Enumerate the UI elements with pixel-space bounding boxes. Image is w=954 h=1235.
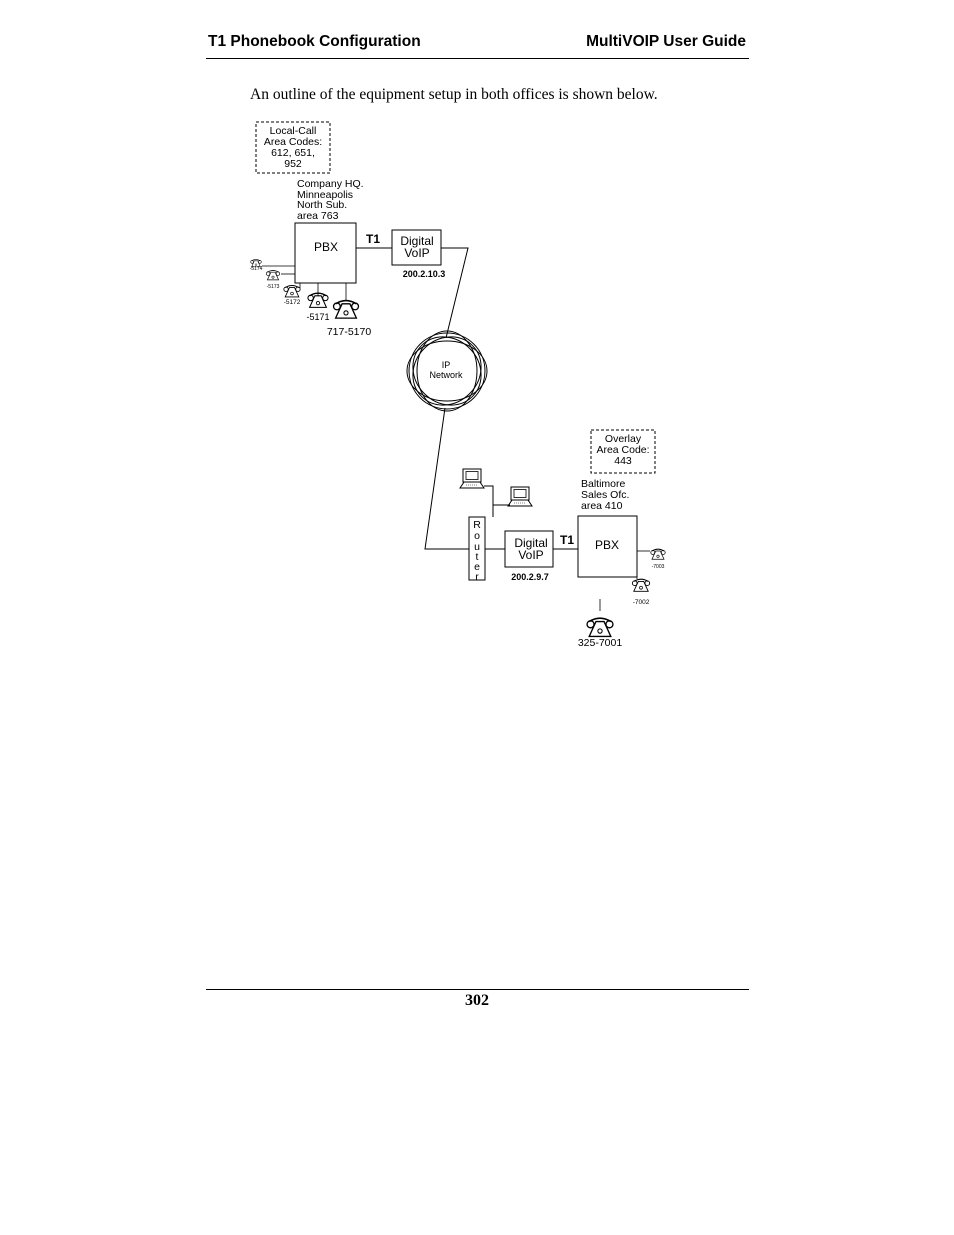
- hq-site-line-1: Company HQ.: [297, 178, 364, 190]
- hq-t1-label: T1: [366, 232, 380, 246]
- hq-site-line-2: Minneapolis: [297, 189, 353, 201]
- phone-icon: [586, 617, 614, 638]
- baltimore-pbx: PBX: [577, 515, 638, 578]
- baltimore-network-link: [424, 407, 469, 550]
- hq-local-call-line-2: Area Codes:: [264, 136, 322, 148]
- hq-site-label: Company HQ. Minneapolis North Sub. area …: [297, 178, 364, 222]
- baltimore-voip-line-2: VoIP: [518, 548, 543, 562]
- baltimore-site-label: Baltimore Sales Ofc. area 410: [581, 478, 629, 512]
- ip-network-cloud: IP Network: [406, 330, 488, 412]
- baltimore-site-line-3: area 410: [581, 500, 623, 512]
- intro-paragraph: An outline of the equipment setup in bot…: [250, 86, 658, 103]
- network-label-line-2: Network: [429, 370, 463, 380]
- baltimore-site-line-1: Baltimore: [581, 478, 626, 490]
- header-rule: [206, 58, 749, 59]
- baltimore-pbx-label: PBX: [595, 538, 619, 552]
- phone-icon: [650, 548, 666, 560]
- baltimore-ext-7003: -7003: [652, 564, 665, 570]
- baltimore-overlay-box: Overlay Area Code: 443: [590, 429, 656, 474]
- hq-voip-line-2: VoIP: [404, 246, 429, 260]
- laptop-link-1: [484, 485, 494, 517]
- baltimore-t1-label: T1: [560, 533, 574, 547]
- overlay-line-2: Area Code:: [596, 444, 649, 456]
- phone-icon: [307, 292, 329, 308]
- overlay-line-1: Overlay: [605, 433, 642, 445]
- hq-voip-line-1: Digital: [400, 234, 433, 248]
- phone-icon: [631, 578, 651, 592]
- router-letter-3: u: [474, 541, 480, 553]
- hq-ext-5172: -5172: [284, 299, 301, 306]
- baltimore-digital-voip: Digital VoIP: [504, 530, 554, 568]
- footer-rule: [206, 989, 749, 990]
- baltimore-ext-7002: -7002: [633, 599, 650, 606]
- hq-ext-5170: 717-5170: [327, 326, 372, 338]
- hq-local-call-line-3: 612, 651,: [271, 147, 315, 159]
- router: R o u t e r: [468, 516, 486, 583]
- network-label-line-1: IP: [442, 360, 451, 370]
- router-letter-5: e: [474, 561, 480, 573]
- header-section-title: T1 Phonebook Configuration: [208, 33, 421, 50]
- hq-site-line-4: area 763: [297, 210, 339, 222]
- hq-ext-5173: -5173: [267, 284, 280, 290]
- hq-digital-voip: Digital VoIP: [391, 229, 442, 266]
- header-guide-title: MultiVOIP User Guide: [586, 33, 746, 50]
- hq-network-link: [441, 247, 469, 339]
- hq-local-call-line-4: 952: [284, 158, 302, 170]
- page-number: 302: [465, 992, 489, 1009]
- hq-site-line-3: North Sub.: [297, 199, 347, 211]
- hq-ip-address: 200.2.10.3: [403, 269, 446, 279]
- baltimore-ip-address: 200.2.9.7: [511, 572, 549, 582]
- network-diagram: Local-Call Area Codes: 612, 651, 952 Com…: [250, 121, 666, 649]
- laptop-icon: [459, 468, 485, 489]
- hq-ext-5174: -5174: [250, 266, 263, 272]
- phone-icon: [283, 284, 301, 298]
- overlay-line-3: 443: [614, 455, 632, 467]
- phone-icon: [265, 270, 281, 281]
- router-letter-6: r: [475, 571, 479, 583]
- phone-icon: [332, 299, 360, 319]
- hq-pbx-label: PBX: [314, 240, 338, 254]
- baltimore-ext-7001: 325-7001: [578, 637, 623, 649]
- baltimore-voip-line-1: Digital: [514, 536, 547, 550]
- router-letter-4: t: [476, 551, 479, 563]
- hq-local-call-box: Local-Call Area Codes: 612, 651, 952: [255, 121, 331, 174]
- hq-ext-5171: -5171: [306, 312, 329, 322]
- laptop-icon: [507, 486, 533, 507]
- router-letter-1: R: [473, 519, 481, 531]
- hq-pbx: PBX: [294, 222, 357, 284]
- router-letter-2: o: [474, 530, 480, 542]
- baltimore-site-line-2: Sales Ofc.: [581, 489, 629, 501]
- hq-local-call-line-1: Local-Call: [270, 125, 317, 137]
